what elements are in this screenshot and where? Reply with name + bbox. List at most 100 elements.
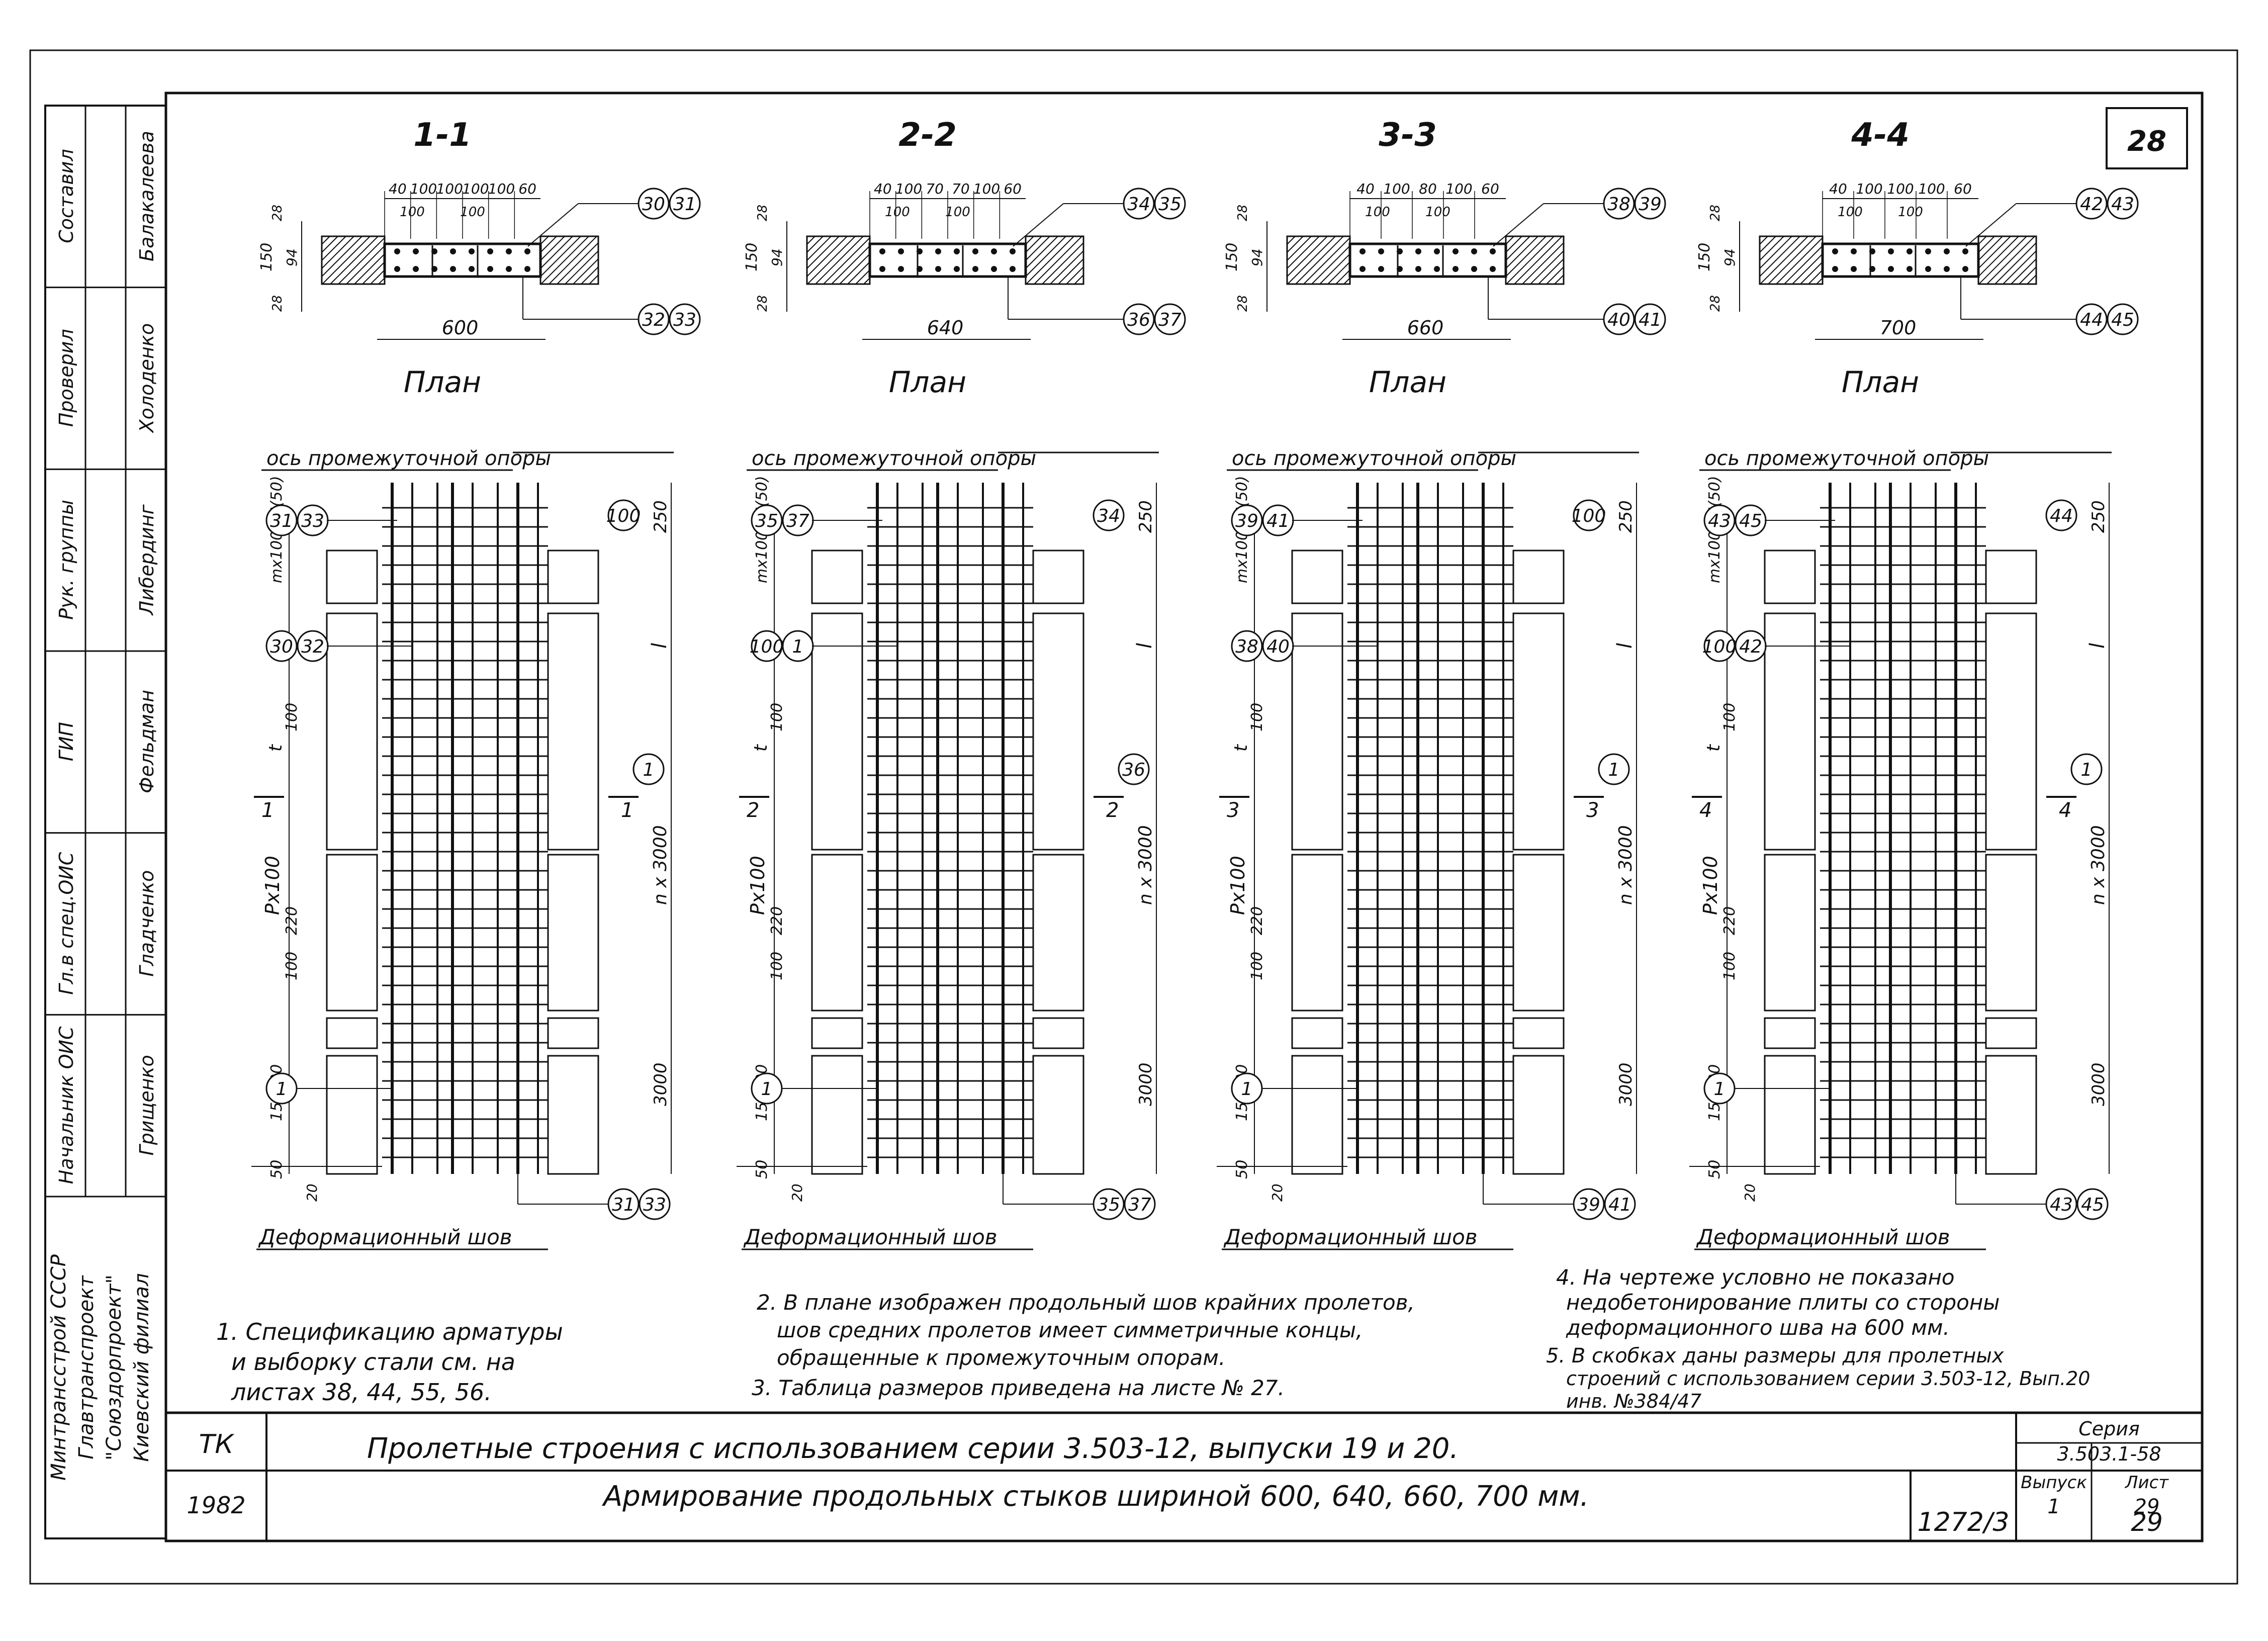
dim-150: 150 (258, 243, 276, 271)
plan-callout-circle (751, 504, 783, 536)
plan-callout-text: 100 (1572, 506, 1606, 526)
rebar-dot-top (1944, 248, 1950, 254)
hatch-left-hatch (806, 236, 848, 277)
hatch-right-hatch (540, 236, 565, 261)
top-dim: 100 (1887, 180, 1914, 197)
plan-callout-circle (1604, 1188, 1636, 1220)
hatch-left (1759, 235, 1824, 285)
hatch-left (806, 235, 871, 285)
dim-250: 250 (651, 500, 671, 533)
hatch-right-hatch (1025, 236, 1034, 245)
plan-callout-text: 39 (1235, 511, 1258, 531)
section-title: 3-3 (1379, 117, 1437, 154)
hatch-right-hatch (573, 258, 599, 285)
hatch-left-hatch (1335, 269, 1350, 285)
hatch-right-hatch (1506, 236, 1555, 285)
archive-number: 1272/3 (1918, 1507, 2010, 1537)
title-line-2: Армирование продольных стыков шириной 60… (602, 1480, 1589, 1513)
sidebar-org-line: "Союздорпроект" (103, 1274, 126, 1461)
top-dim: 60 (1481, 180, 1499, 197)
callout-bottom-a-circle (1603, 303, 1635, 335)
joint-box (1821, 242, 1980, 278)
section-mark-left: 4 (1699, 799, 1712, 822)
hatch-right-hatch (1505, 236, 1522, 253)
hatch-left-hatch (346, 245, 385, 285)
rebar-dot-bottom (413, 266, 419, 272)
rebar-dot-bottom (1925, 266, 1931, 272)
note-1: 1. Спецификацию арматуры и выборку стали… (216, 1318, 563, 1406)
slab-block-left (1291, 550, 1343, 604)
hatch-left-hatch (806, 236, 832, 261)
hatch-left-hatch (1295, 236, 1344, 285)
hatch-left-hatch (1768, 236, 1817, 285)
note-1-line-2: и выборку стали см. на (231, 1348, 515, 1376)
rebar-dot-bottom (394, 266, 400, 272)
plan-callout-text: 41 (1608, 1195, 1631, 1215)
rebar-dot-bottom (524, 266, 530, 272)
top-dim: 60 (518, 180, 536, 197)
slab-block-right (547, 1017, 599, 1049)
joint-label: Деформационный шов (1223, 1225, 1478, 1249)
rebar-dot-top (1453, 248, 1459, 254)
callout-top-a-text: 42 (2080, 194, 2103, 215)
note-4-line-1: 4. На чертеже условно не показано (1556, 1265, 1955, 1290)
hatch-left-hatch (1760, 236, 1808, 285)
note-4-line-3: деформационного шва на 600 мм. (1566, 1315, 1950, 1340)
slab-block-left (811, 854, 863, 1012)
top-dim: 100 (1918, 180, 1945, 197)
hatch-left-hatch (1759, 236, 1784, 261)
plan-callout-text: 45 (1739, 511, 1762, 531)
section-mark-left: 3 (1227, 799, 1239, 822)
dim-250: 250 (1136, 500, 1156, 533)
sidebar-name: Гладченко (136, 870, 158, 977)
top-dim: 40 (389, 180, 407, 197)
rebar-dot-top (1925, 248, 1931, 254)
plan-callout-text: 43 (1708, 511, 1731, 531)
hatch-left-hatch (823, 237, 870, 285)
hatch-left-hatch (1287, 236, 1320, 269)
top-dim: 70 (926, 180, 944, 197)
joint-label: Деформационный шов (258, 1225, 512, 1249)
dim-nx3000: n x 3000 (1615, 825, 1636, 905)
hatch-left-hatch (370, 269, 385, 285)
slab-block-left (326, 1055, 378, 1175)
callout-bottom-b-text: 37 (1158, 310, 1182, 330)
plan-callout-text: 1 (792, 636, 804, 657)
note-3: 3. Таблица размеров приведена на листе №… (752, 1376, 1285, 1400)
rebar-dot-top (506, 248, 512, 254)
series-label: Серия (2078, 1418, 2140, 1440)
rebar-dot-bottom (898, 266, 904, 272)
slab-block-right (1032, 1055, 1084, 1175)
inner-dim: 100 (1365, 205, 1390, 220)
plan-callout-text: 35 (755, 511, 778, 531)
hatch-right-hatch (1546, 266, 1564, 285)
top-dim: 40 (874, 180, 892, 197)
slab-block-right (1985, 550, 2037, 604)
hatch-right-hatch (1025, 236, 1050, 261)
note-4-line-2: недобетонирование плиты со стороны (1566, 1290, 2000, 1315)
rebar-dot-top (450, 248, 456, 254)
hatch-right-hatch (2035, 283, 2037, 285)
hatch-right-hatch (540, 236, 573, 269)
plan-callout-circle (632, 753, 665, 785)
plan-label: План (1842, 365, 1919, 399)
callout-top-a-text: 38 (1607, 194, 1630, 215)
plan-callout-text: 1 (1714, 1079, 1726, 1100)
note-5-line-3: инв. №384/47 (1566, 1390, 1701, 1412)
section-mark-right: 4 (2059, 799, 2071, 822)
callout-bottom-b-circle (669, 303, 701, 335)
hatch-right (1025, 235, 1084, 285)
hatch-right-hatch (1994, 242, 2037, 285)
rebar-dot-top (972, 248, 978, 254)
top-dim: 100 (1383, 180, 1410, 197)
hatch-right-hatch (1978, 236, 2027, 285)
dim-t: t (1231, 744, 1251, 752)
hatch-left-hatch (322, 236, 371, 285)
dim-150: 150 (1696, 243, 1713, 271)
axis-label: ось промежуточной опоры (1232, 447, 1516, 470)
dim-3000: 3000 (2089, 1062, 2109, 1106)
dim-50: 50 (1706, 1160, 1723, 1179)
slab-block-right (1512, 612, 1565, 851)
